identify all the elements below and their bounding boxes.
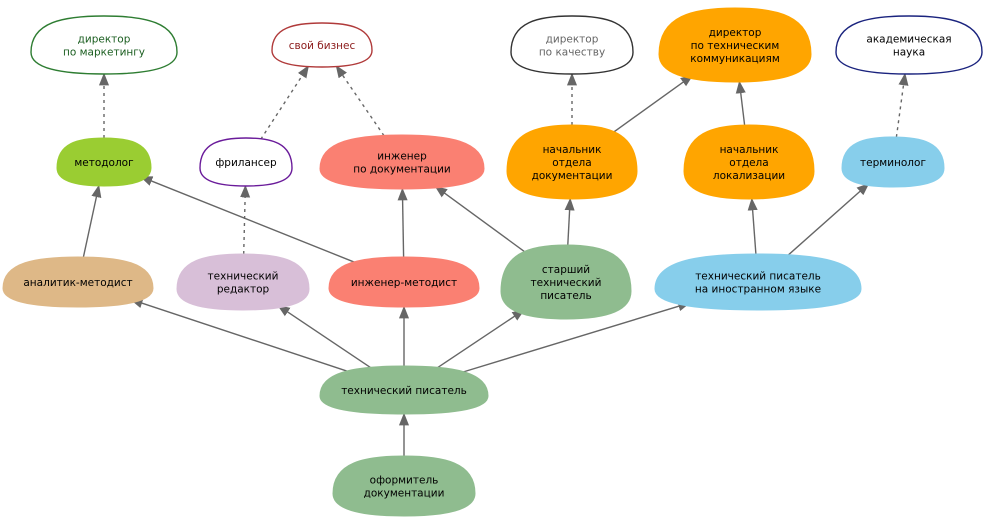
node-label: отдела — [552, 157, 591, 169]
edge-tech_editor-to-freelancer — [240, 184, 251, 255]
node-shape — [654, 253, 862, 311]
edge-foreign_writer-to-terminologist — [787, 183, 870, 256]
edge-foreign_writer-to-head_loc — [747, 197, 758, 255]
node-shape — [271, 22, 373, 68]
node-label: начальник — [543, 144, 602, 156]
node-label: отдела — [729, 157, 768, 169]
node-methodologist[interactable]: методолог — [56, 137, 152, 187]
edge-head_loc-to-dir_techcomm — [735, 80, 746, 126]
node-shape — [199, 137, 293, 187]
node-shape — [510, 15, 634, 75]
node-label: коммуникациям — [690, 53, 780, 65]
edge-eng_methodist-to-methodologist — [139, 176, 357, 264]
node-label: технический писатель — [695, 271, 821, 283]
node-label: технический писатель — [341, 385, 467, 397]
node-shape — [176, 253, 310, 311]
node-label: директор — [546, 34, 599, 46]
node-own-business[interactable]: свой бизнес — [271, 22, 373, 68]
node-shape — [332, 455, 476, 517]
node-shape — [841, 136, 945, 188]
edge-tech_writer-to-senior_writer — [436, 309, 525, 369]
node-label: терминолог — [860, 157, 926, 169]
node-label: старший — [542, 264, 590, 276]
node-shape — [683, 124, 815, 200]
node-label: писатель — [540, 290, 591, 302]
node-label: директор — [78, 34, 131, 46]
edge-freelancer-to-own_business — [260, 65, 309, 140]
node-tech-writer[interactable]: технический писатель — [319, 365, 489, 415]
edge-head_docs-to-dir_techcomm — [611, 74, 694, 134]
edge-senior_writer-to-doc_engineer — [434, 185, 527, 254]
edge-senior_writer-to-head_docs — [564, 197, 575, 246]
node-label: по маркетингу — [63, 47, 145, 59]
node-label: документации — [364, 488, 445, 500]
node-label: по документации — [353, 164, 450, 176]
node-label: инженер — [377, 151, 427, 163]
node-shape — [319, 134, 485, 190]
node-label: начальник — [720, 144, 779, 156]
node-shape — [500, 244, 632, 320]
node-label: по техническим — [691, 40, 780, 52]
node-label: наука — [893, 47, 925, 59]
node-label: редактор — [217, 284, 270, 296]
node-label: документации — [532, 170, 613, 182]
node-label: технический — [531, 277, 602, 289]
node-label: директор — [709, 27, 762, 39]
node-label: академическая — [866, 34, 951, 46]
node-terminologist[interactable]: терминолог — [841, 136, 945, 188]
node-analyst-method[interactable]: аналитик-методист — [2, 256, 154, 308]
node-label: на иностранном языке — [695, 284, 821, 296]
edge-eng_methodist-to-doc_engineer — [397, 187, 408, 258]
node-label: инженер-методист — [351, 277, 457, 289]
node-label: аналитик-методист — [23, 277, 132, 289]
node-freelancer[interactable]: фрилансер — [199, 137, 293, 187]
edge-tech_writer-to-analyst_method — [130, 298, 350, 373]
node-label: технический — [208, 271, 279, 283]
node-shape — [658, 7, 812, 83]
node-shape — [30, 15, 178, 75]
edge-terminologist-to-academic — [895, 72, 909, 138]
node-shape — [319, 365, 489, 415]
node-shape — [328, 256, 480, 308]
node-label: фрилансер — [215, 157, 277, 169]
edge-tech_writer-to-foreign_writer — [461, 301, 691, 374]
edges-layer — [82, 65, 909, 456]
node-shape — [835, 15, 983, 75]
edge-analyst_method-to-methodologist — [82, 184, 102, 258]
node-shape — [56, 137, 152, 187]
node-label: методолог — [74, 157, 133, 169]
node-label: локализации — [713, 170, 785, 182]
node-shape — [2, 256, 154, 308]
node-label: по качеству — [539, 47, 605, 59]
node-shape — [506, 124, 638, 200]
node-label: оформитель — [370, 475, 439, 487]
node-label: свой бизнес — [289, 40, 356, 52]
edge-doc_engineer-to-own_business — [335, 65, 385, 137]
node-eng-methodist[interactable]: инженер-методист — [328, 256, 480, 308]
edge-tech_writer-to-tech_editor — [277, 304, 372, 369]
